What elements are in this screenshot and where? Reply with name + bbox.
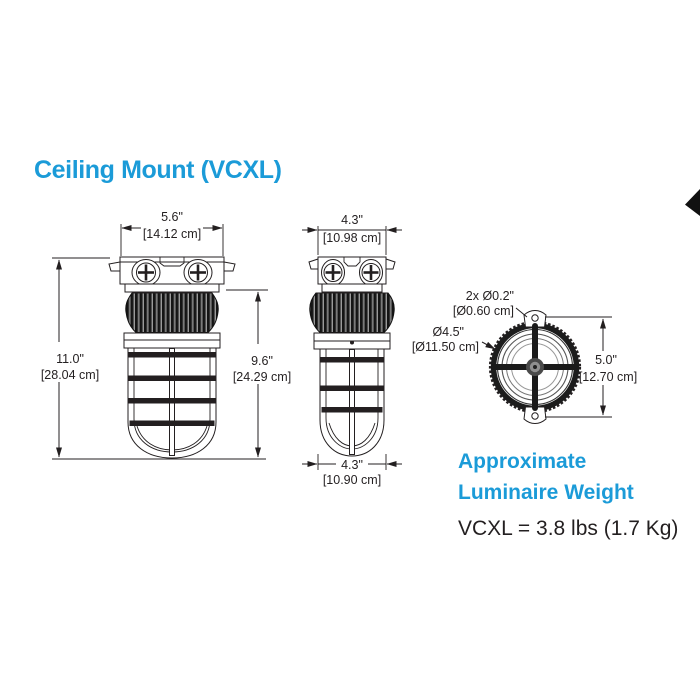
tab-holes-in: 2x Ø0.2" — [466, 289, 514, 303]
side-right-ear — [385, 258, 396, 270]
front-left-ear — [108, 261, 121, 272]
front-screw-right — [188, 262, 208, 283]
weight-heading-line2: Luminaire Weight — [458, 481, 634, 504]
page-title: Ceiling Mount (VCXL) — [34, 156, 282, 184]
tab-holes-callout: 2x Ø0.2" [Ø0.60 cm] — [453, 289, 528, 318]
side-cage-bars — [320, 357, 384, 413]
side-left-ear — [308, 258, 319, 270]
front-plate-flange — [124, 283, 220, 293]
diameter-callout: Ø4.5" [Ø11.50 cm] — [412, 325, 496, 354]
front-cage-bars — [128, 352, 216, 426]
front-screw-left — [136, 262, 156, 283]
front-view-drawing — [108, 256, 236, 459]
side-plate-flange — [321, 283, 383, 293]
side-flange-screw-dot — [350, 340, 354, 345]
front-heatsink — [125, 292, 219, 333]
weight-value: VCXL = 3.8 lbs (1.7 Kg) — [458, 517, 679, 540]
bottom-height-cm: [12.70 cm] — [579, 370, 637, 384]
side-width-bottom-dimension: 4.3" [10.90 cm] — [302, 454, 402, 487]
side-width-bottom-in: 4.3" — [341, 458, 363, 472]
side-view-drawing — [308, 256, 396, 457]
bottom-height-dimension: 5.0" [12.70 cm] — [545, 316, 637, 418]
front-body-height-dimension: 9.6" [24.29 cm] — [226, 289, 291, 458]
front-height-cm: [28.04 cm] — [41, 368, 99, 382]
side-screw-left — [323, 263, 343, 282]
front-cage-flange — [123, 332, 221, 349]
body-height-in: 9.6" — [251, 354, 273, 368]
bottom-view-drawing — [488, 309, 582, 425]
side-width-top-dimension: 4.3" [10.98 cm] — [302, 213, 402, 255]
bottom-height-in: 5.0" — [595, 353, 617, 367]
front-height-in: 11.0" — [56, 352, 84, 366]
top-mount-tab — [523, 309, 547, 328]
side-heatsink — [309, 292, 395, 333]
side-cage-center-bar — [349, 349, 355, 455]
side-width-bottom-cm: [10.90 cm] — [323, 473, 381, 487]
side-width-top-cm: [10.98 cm] — [323, 231, 381, 245]
wire-guard-cross — [491, 323, 579, 411]
diameter-in: Ø4.5" — [432, 325, 464, 339]
weight-heading-line1: Approximate — [458, 450, 587, 473]
front-cage-outline — [127, 348, 217, 459]
front-height-dimension: 11.0" [28.04 cm] — [41, 257, 110, 458]
front-width-cm: [14.12 cm] — [143, 227, 201, 241]
front-width-in: 5.6" — [161, 210, 183, 224]
side-width-top-in: 4.3" — [341, 213, 363, 227]
body-height-cm: [24.29 cm] — [233, 370, 291, 384]
front-width-dimension: 5.6" [14.12 cm] — [120, 210, 224, 256]
weight-block: Approximate Luminaire Weight VCXL = 3.8 … — [458, 446, 698, 541]
diameter-cm: [Ø11.50 cm] — [412, 340, 479, 354]
front-right-ear — [223, 261, 236, 272]
bottom-mount-tab — [523, 406, 547, 425]
side-screw-right — [361, 263, 381, 282]
tab-holes-cm: [Ø0.60 cm] — [453, 304, 514, 318]
side-cage-outline — [319, 349, 385, 457]
